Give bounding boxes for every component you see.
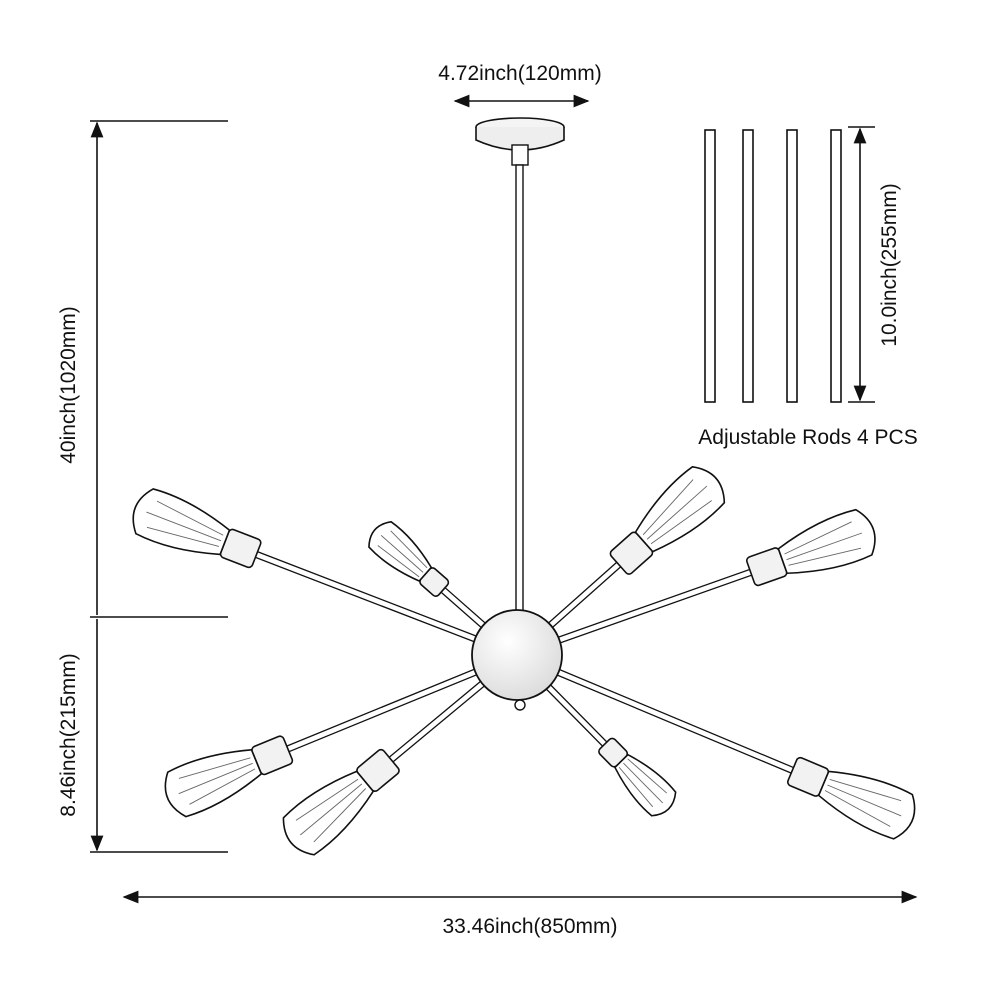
adjustable-rods: 10.0inch(255mm) Adjustable Rods 4 PCS [698, 126, 918, 449]
bulb-arm [514, 651, 916, 840]
total-width-dimension: 33.46inch(850mm) [122, 890, 918, 938]
chandelier-illustration [132, 117, 916, 856]
rod [742, 129, 754, 403]
total-width-label: 33.46inch(850mm) [442, 915, 617, 938]
bulb-arm [164, 651, 519, 818]
rod [786, 129, 798, 403]
bulb-arm [132, 488, 519, 659]
fixture-height-label: 8.46inch(215mm) [57, 653, 80, 816]
rod [830, 129, 842, 403]
total-height-dimension: 40inch(1020mm) 8.46inch(215mm) [57, 120, 228, 853]
total-height-label: 40inch(1020mm) [57, 306, 80, 464]
canopy-width-label: 4.72inch(120mm) [438, 62, 601, 85]
rod [704, 129, 716, 403]
canopy-width-dimension: 4.72inch(120mm) [438, 62, 602, 108]
rod-length-label: 10.0inch(255mm) [878, 183, 901, 346]
rods-caption: Adjustable Rods 4 PCS [698, 426, 917, 449]
bulb-arm [515, 508, 876, 659]
